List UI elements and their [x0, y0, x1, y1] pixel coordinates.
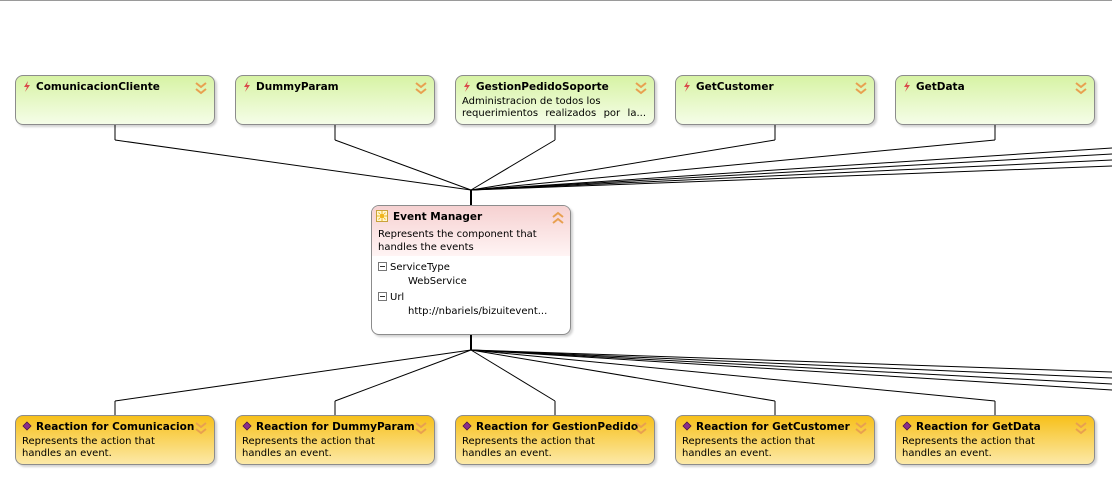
connector-out-offscreen-2	[470, 349, 1112, 379]
reaction-description-line: Represents the action that	[242, 436, 375, 447]
expand-chevron-icon[interactable]	[634, 420, 648, 436]
expand-chevron-icon[interactable]	[854, 420, 868, 436]
connector-out-getcustomer	[470, 349, 776, 402]
property-name: ServiceType	[390, 262, 450, 273]
reaction-title: Reaction for GetCustomer	[696, 421, 850, 433]
expand-chevron-icon[interactable]	[1074, 420, 1088, 436]
reaction-diamond-icon	[682, 421, 692, 431]
event-title: ComunicacionCliente	[36, 81, 160, 93]
reaction-diamond-icon	[242, 421, 252, 431]
reaction-description-line: Represents the action that	[462, 436, 595, 447]
event-manager-description-line: Represents the component that	[378, 229, 537, 240]
reaction-description: Represents the action that handles an ev…	[242, 436, 426, 460]
connector-fan-comunicacion	[114, 139, 472, 191]
event-description-line: requerimientos realizados por la...	[462, 108, 646, 119]
reaction-title: Reaction for GestionPedido	[476, 421, 639, 433]
connector-fan-offscreen-1	[470, 147, 1112, 191]
property-url[interactable]: Url	[378, 292, 404, 303]
event-description: Administracion de todos los requerimient…	[462, 96, 646, 120]
connector-fan-dummyparam	[334, 139, 472, 191]
top-border-line	[0, 0, 1112, 1]
event-title: GetData	[916, 81, 965, 93]
property-name: Url	[390, 292, 405, 303]
reaction-title: Reaction for GetData	[916, 421, 1041, 433]
expand-chevron-icon[interactable]	[194, 80, 208, 96]
reaction-description-line: handles an event.	[902, 448, 992, 459]
reaction-description: Represents the action that handles an ev…	[462, 436, 646, 460]
connector-fan-offscreen-2	[470, 153, 1112, 191]
event-shape-getdata[interactable]: GetData	[895, 75, 1095, 125]
connector-fan-offscreen-4	[470, 165, 1112, 191]
reaction-shape-dummyparam[interactable]: Reaction for DummyParam Represents the a…	[235, 415, 435, 465]
property-value: WebService	[408, 276, 467, 287]
connector-out-dummyparam	[334, 349, 472, 402]
event-bolt-icon	[244, 81, 250, 92]
connector-fan-offscreen-3	[470, 159, 1112, 191]
reaction-shape-comunicacion[interactable]: Reaction for Comunicacion Represents the…	[15, 415, 215, 465]
event-description-line: Administracion de todos los	[462, 96, 601, 107]
event-manager-title: Event Manager	[393, 211, 483, 223]
connector-fan-gestion	[470, 139, 556, 191]
collapse-chevron-icon[interactable]	[551, 210, 565, 226]
expand-chevron-icon[interactable]	[1074, 80, 1088, 96]
reaction-title: Reaction for Comunicacion	[36, 421, 195, 433]
reaction-description-line: Represents the action that	[682, 436, 815, 447]
reaction-description-line: handles an event.	[682, 448, 772, 459]
event-shape-gestionpedidosoporte[interactable]: GestionPedidoSoporte Administracion de t…	[455, 75, 655, 125]
event-manager-shape[interactable]: Event Manager Represents the component t…	[371, 205, 571, 335]
connector-out-gestion	[470, 349, 556, 402]
connector-out-comunicacion	[114, 349, 472, 402]
reaction-description-line: handles an event.	[22, 448, 112, 459]
reaction-shape-getdata[interactable]: Reaction for GetData Represents the acti…	[895, 415, 1095, 465]
reaction-description-line: Represents the action that	[22, 436, 155, 447]
property-servicetype[interactable]: ServiceType	[378, 262, 450, 273]
event-bolt-icon	[684, 81, 690, 92]
reaction-shape-gestionpedido[interactable]: Reaction for GestionPedido Represents th…	[455, 415, 655, 465]
event-manager-description-line: handles the events	[378, 242, 474, 253]
event-shape-dummyparam[interactable]: DummyParam	[235, 75, 435, 125]
event-title: DummyParam	[256, 81, 339, 93]
event-title: GetCustomer	[696, 81, 774, 93]
reaction-diamond-icon	[462, 421, 472, 431]
reaction-description: Represents the action that handles an ev…	[902, 436, 1086, 460]
reaction-description-line: handles an event.	[242, 448, 332, 459]
expand-chevron-icon[interactable]	[634, 80, 648, 96]
connector-out-offscreen-3	[470, 349, 1112, 385]
reaction-description-line: handles an event.	[462, 448, 552, 459]
reaction-shape-getcustomer[interactable]: Reaction for GetCustomer Represents the …	[675, 415, 875, 465]
event-manager-description: Represents the component that handles th…	[378, 228, 537, 254]
event-title: GestionPedidoSoporte	[476, 81, 609, 93]
expand-chevron-icon[interactable]	[854, 80, 868, 96]
reaction-title: Reaction for DummyParam	[256, 421, 415, 433]
event-bolt-icon	[904, 81, 910, 92]
expand-chevron-icon[interactable]	[414, 80, 428, 96]
expand-chevron-icon[interactable]	[414, 420, 428, 436]
event-bolt-icon	[24, 81, 30, 92]
expand-chevron-icon[interactable]	[194, 420, 208, 436]
property-value: http://nbariels/bizuitevent...	[408, 306, 548, 317]
reaction-diamond-icon	[902, 421, 912, 431]
reaction-description-line: Represents the action that	[902, 436, 1035, 447]
event-bolt-icon	[464, 81, 470, 92]
reaction-description: Represents the action that handles an ev…	[682, 436, 866, 460]
connector-out-offscreen-4	[470, 349, 1112, 391]
connector-fan-getdata	[470, 139, 996, 191]
reaction-diamond-icon	[22, 421, 32, 431]
event-manager-header	[372, 206, 570, 256]
event-shape-comunicacioncliente[interactable]: ComunicacionCliente	[15, 75, 215, 125]
collapse-toggle-icon[interactable]	[378, 292, 387, 301]
event-manager-sun-icon	[376, 210, 388, 222]
reaction-description: Represents the action that handles an ev…	[22, 436, 206, 460]
connector-fan-getcustomer	[470, 139, 776, 191]
collapse-toggle-icon[interactable]	[378, 262, 387, 271]
connector-out-getdata	[470, 349, 996, 402]
connector-out-offscreen-1	[470, 349, 1112, 373]
event-shape-getcustomer[interactable]: GetCustomer	[675, 75, 875, 125]
